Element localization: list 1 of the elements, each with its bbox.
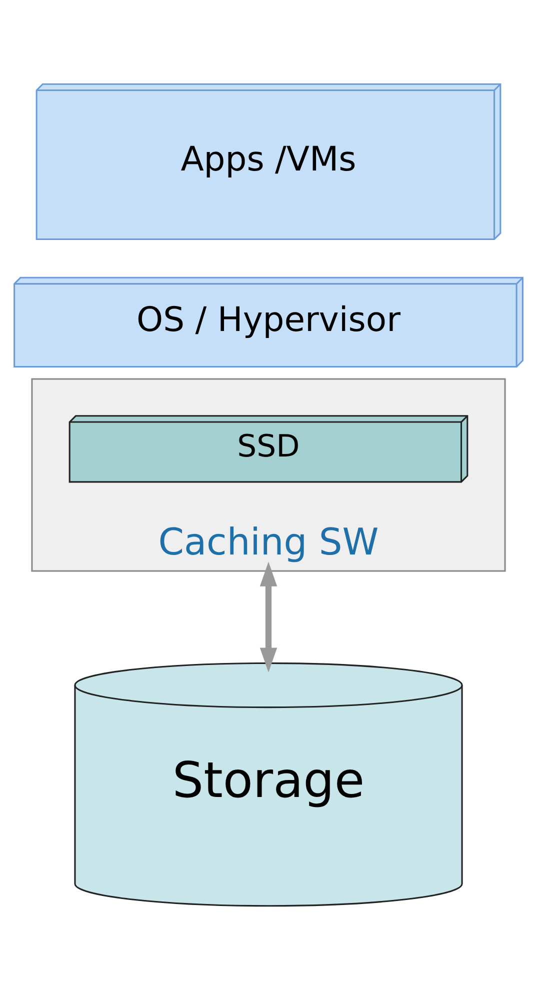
arrow	[260, 561, 278, 672]
